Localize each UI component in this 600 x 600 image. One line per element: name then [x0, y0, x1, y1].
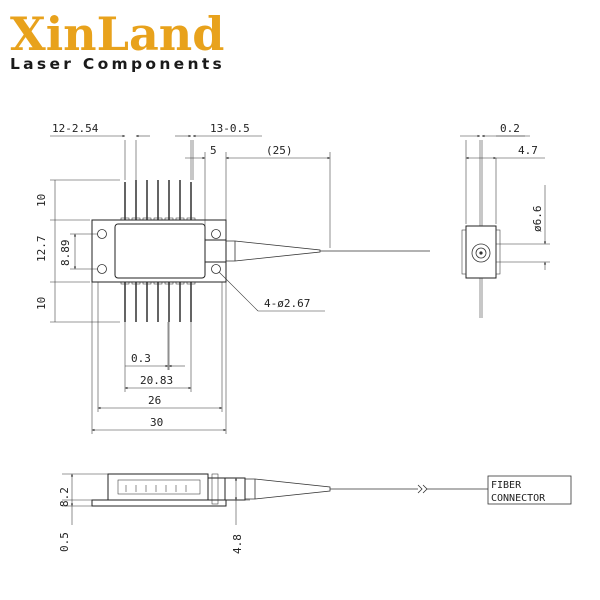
- dim-mounting-holes: 4-ø2.67: [264, 297, 310, 310]
- side-housing: [107, 473, 209, 501]
- dim-flange-length: 5: [210, 144, 217, 157]
- logo-wordmark: XinLand: [10, 7, 224, 61]
- dim-fiber-length: (25): [266, 144, 293, 157]
- dim-tube-diameter: 4.8: [231, 534, 244, 554]
- connector-label-line1: FIBER: [491, 480, 522, 491]
- dim-body-length: 26: [148, 394, 161, 407]
- fiber-tube: [224, 477, 246, 501]
- logo-tagline: Laser Components: [10, 55, 225, 73]
- fiber-snout: [204, 239, 227, 263]
- bottom-view-drawing: FIBER CONNECTOR 8.2 0.5 4.8: [58, 473, 572, 554]
- lower-pins: [124, 278, 192, 322]
- dim-flange-width: 12.7: [35, 236, 48, 263]
- dim-port-diameter: ø6.6: [531, 206, 544, 233]
- dim-pin-length-bottom: 10: [35, 297, 48, 310]
- dim-pin-length-top: 10: [35, 194, 48, 207]
- dim-hole-spacing: 8.89: [59, 240, 72, 267]
- dim-pin-span: 20.83: [140, 374, 173, 387]
- package-body: [114, 223, 206, 279]
- dim-side-top: 0.2: [500, 122, 520, 135]
- dim-side-width: 4.7: [518, 144, 538, 157]
- top-view-drawing: 12-2.54 13-0.5 5 (25) 10 12.7 8.89 10 4-…: [35, 122, 430, 434]
- dim-package-height: 8.2: [58, 487, 71, 507]
- upper-pins: [124, 180, 192, 224]
- base-plate: [91, 499, 227, 507]
- dim-pin-pitch: 12-2.54: [52, 122, 99, 135]
- dim-total-length: 30: [150, 416, 163, 429]
- company-logo: XinLand Laser Components: [10, 7, 225, 73]
- side-view-drawing: 0.2 4.7 ø6.6: [460, 122, 550, 318]
- dim-pin-thickness: 13-0.5: [210, 122, 250, 135]
- dim-pin-width: 0.3: [131, 352, 151, 365]
- fiber-connector-box: [487, 475, 572, 505]
- fiber-port-outer: [471, 243, 491, 263]
- connector-label-line2: CONNECTOR: [491, 493, 546, 504]
- dim-base-thickness: 0.5: [58, 532, 71, 552]
